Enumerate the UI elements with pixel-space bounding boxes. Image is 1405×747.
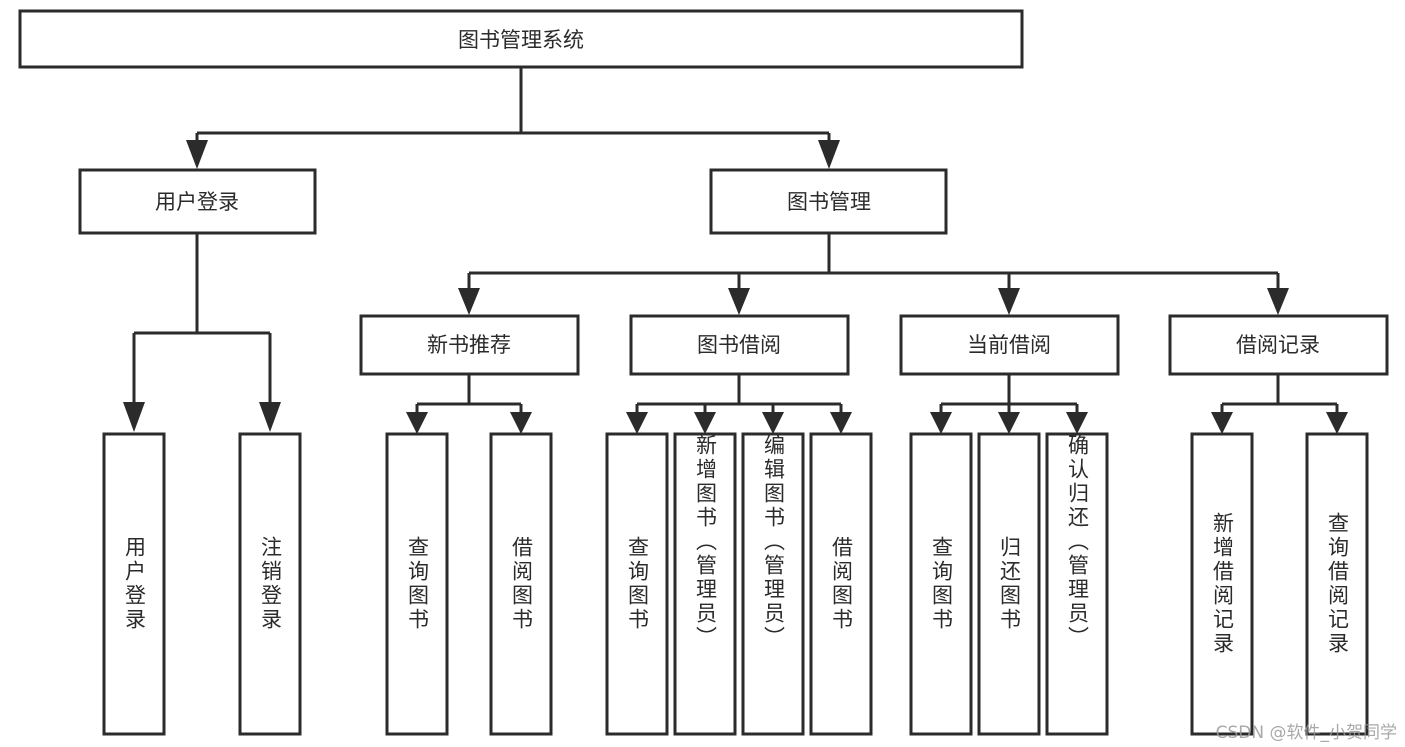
arrow-icon [1326, 412, 1348, 434]
arrow-icon [123, 402, 145, 432]
arrow-icon [762, 412, 784, 434]
arrow-icon [406, 412, 428, 434]
arrow-icon [1211, 412, 1233, 434]
node-user-login-label: 用户登录 [155, 190, 239, 214]
arrow-icon [186, 140, 208, 169]
arrow-icon [1066, 412, 1088, 434]
node-current-borrow-box[interactable] [899, 314, 1120, 376]
connector-layer [132, 67, 1339, 412]
arrow-icon [458, 288, 480, 315]
node-root-label: 图书管理系统 [458, 28, 584, 52]
node-current-borrow-label: 当前借阅 [967, 333, 1051, 357]
arrow-icon [998, 412, 1020, 434]
node-book-mgmt-label: 图书管理 [787, 190, 871, 214]
leaf-user-login-2-box[interactable] [238, 432, 302, 736]
arrow-icon [930, 412, 952, 434]
leaf-book-borrow-4-box[interactable] [809, 432, 873, 736]
node-book-borrow-label: 图书借阅 [697, 333, 781, 357]
arrow-icon [998, 288, 1020, 315]
leaf-book-borrow-2-box[interactable] [673, 432, 737, 736]
arrow-icon [510, 412, 532, 434]
leaf-book-borrow-1-box[interactable] [605, 432, 669, 736]
leaf-current-borrow-3-box[interactable] [1045, 432, 1109, 736]
leaf-user-login-1-box[interactable] [102, 432, 166, 736]
leaf-new-book-1-box[interactable] [385, 432, 449, 736]
leaf-borrow-record-1-box[interactable] [1190, 432, 1254, 736]
arrow-icon [259, 402, 281, 432]
node-book-mgmt-box[interactable] [709, 168, 948, 235]
arrow-icon [818, 140, 840, 169]
node-borrow-record-box[interactable] [1168, 314, 1389, 376]
node-user-login-box[interactable] [78, 168, 317, 235]
node-layer: 图书管理系统 用户登录 图书管理 新书推荐 图书借阅 当前借阅 借阅记录 [18, 9, 1389, 736]
arrow-icon [626, 412, 648, 434]
leaf-borrow-record-2-box[interactable] [1305, 432, 1369, 736]
arrow-icon [830, 412, 852, 434]
node-borrow-record-label: 借阅记录 [1236, 333, 1320, 357]
node-root-box[interactable] [18, 9, 1024, 69]
node-new-book-box[interactable] [359, 314, 580, 376]
arrow-icon [1267, 288, 1289, 315]
arrow-icon [728, 288, 750, 315]
leaf-current-borrow-1-box[interactable] [909, 432, 973, 736]
node-new-book-label: 新书推荐 [427, 333, 511, 357]
leaf-book-borrow-3-box[interactable] [741, 432, 805, 736]
node-book-borrow-box[interactable] [629, 314, 850, 376]
arrow-icon [694, 412, 716, 434]
leaf-new-book-2-box[interactable] [489, 432, 553, 736]
leaf-current-borrow-2-box[interactable] [977, 432, 1041, 736]
arrowhead-layer [123, 140, 1348, 434]
